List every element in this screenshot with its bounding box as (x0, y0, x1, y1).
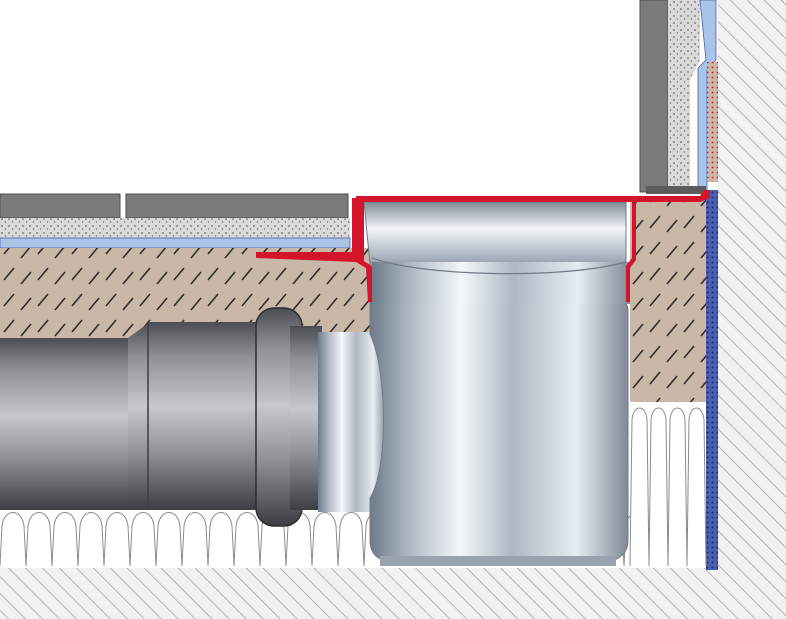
insulation-loop (77, 512, 105, 567)
insulation-loops-right (629, 407, 707, 567)
drain-housing (369, 299, 629, 563)
slab-hatch (0, 568, 786, 619)
insulation-loop (629, 407, 650, 567)
drain-pipe (0, 307, 387, 527)
floor-tile-edge (646, 186, 706, 194)
floor-tile (0, 193, 121, 219)
screed-right (630, 196, 706, 402)
drain-base (380, 556, 616, 566)
insulation-loop (25, 512, 53, 567)
insulation-loop (311, 512, 339, 567)
insulation-loop (129, 512, 157, 567)
red-flange-right (626, 190, 710, 202)
insulation-loop (686, 407, 707, 567)
insulation-loop (207, 512, 235, 567)
wall-seal-strip (707, 62, 718, 182)
insulation-loop (51, 512, 79, 567)
wall-hatch (718, 0, 786, 619)
insulation-loop (648, 407, 669, 567)
insulation-loop (233, 512, 261, 567)
floor-tile (125, 193, 349, 219)
wall-adhesive (668, 0, 700, 186)
pipe-collar (290, 326, 322, 510)
wall-tile (639, 0, 669, 193)
wall-waterproofing (706, 190, 718, 570)
insulation-loop (667, 407, 688, 567)
pipe-body (0, 338, 140, 510)
insulation-loop (103, 512, 131, 567)
insulation-loop (155, 512, 183, 567)
drain-neck (372, 262, 630, 304)
floor-membrane (0, 237, 351, 249)
insulation-loop (0, 512, 27, 567)
floor-adhesive (0, 218, 350, 238)
drain-body (363, 201, 630, 566)
pipe-inlet (318, 332, 387, 512)
pipe-socket (128, 322, 265, 510)
insulation-loop (181, 512, 209, 567)
insulation-loop (337, 512, 365, 567)
